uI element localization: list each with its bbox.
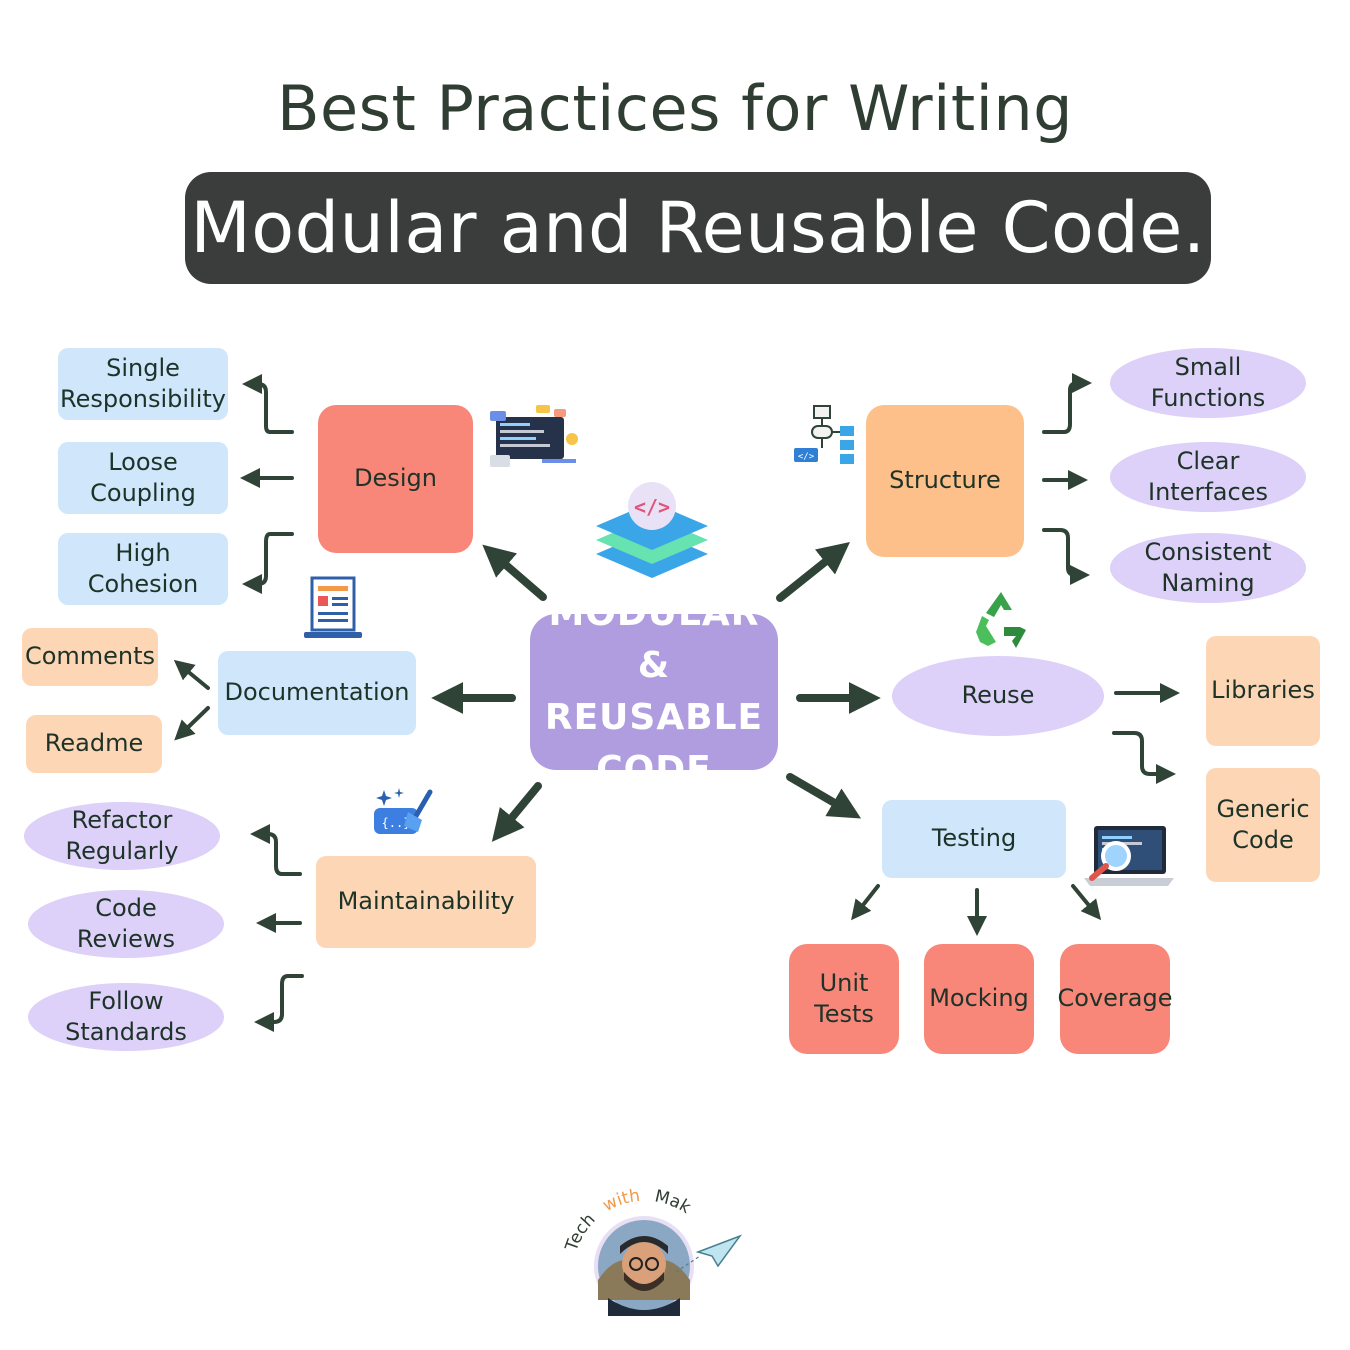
- node-high-cohesion-label: High Cohesion: [87, 538, 199, 598]
- arrow-center-testing: [786, 773, 862, 819]
- node-high-cohesion: High Cohesion: [58, 533, 228, 605]
- page-title: Best Practices for Writing: [276, 72, 1074, 145]
- node-loose-coupling-label: Loose Coupling: [90, 447, 196, 507]
- arrow-doc-readme: [174, 706, 210, 741]
- svg-text:{..}: {..}: [382, 816, 411, 830]
- node-coverage-label: Coverage: [1057, 984, 1173, 1013]
- node-maintainability-label: Maintainability: [337, 887, 515, 916]
- code-layers-icon: </>: [596, 482, 708, 578]
- arrow-doc-comments: [173, 659, 210, 690]
- node-coverage: Coverage: [1057, 944, 1173, 1054]
- arrow-reuse-generic: [1112, 731, 1176, 784]
- brush-code-icon: {..}: [374, 788, 433, 834]
- node-comments: Comments: [22, 628, 158, 686]
- page-subtitle: Modular and Reusable Code.: [190, 187, 1206, 269]
- node-mocking-label: Mocking: [929, 984, 1029, 1013]
- node-libraries: Libraries: [1206, 636, 1320, 746]
- node-libraries-label: Libraries: [1211, 676, 1315, 705]
- node-maintainability: Maintainability: [316, 856, 536, 948]
- node-small-functions: Small Functions: [1110, 348, 1306, 418]
- node-loose-coupling: Loose Coupling: [58, 442, 228, 514]
- svg-text:</>: </>: [634, 495, 670, 519]
- center-node: MODULAR & REUSABLE CODE: [530, 593, 778, 790]
- node-clear-interfaces: Clear Interfaces: [1110, 442, 1306, 512]
- arrow-test-unit: [851, 884, 880, 921]
- arrow-center-maintainability: [491, 782, 542, 842]
- node-single-responsibility: Single Responsibility: [58, 348, 228, 420]
- recycle-icon: [976, 592, 1026, 648]
- node-refactor-regularly: Refactor Regularly: [24, 802, 220, 870]
- subtitle-banner: Modular and Reusable Code.: [185, 172, 1211, 284]
- node-code-reviews-label: Code Reviews: [76, 893, 176, 953]
- node-small-functions-label: Small Functions: [1150, 352, 1266, 412]
- laptop-search-icon: [1084, 826, 1174, 886]
- logo-avatar: Tech with Mak: [561, 1186, 743, 1316]
- node-documentation: Documentation: [218, 651, 416, 735]
- logo-tech: Tech: [561, 1210, 599, 1255]
- arrow-structure-consistent: [1042, 528, 1090, 585]
- node-testing-label: Testing: [931, 824, 1017, 853]
- node-comments-label: Comments: [24, 642, 156, 671]
- node-follow-standards: Follow Standards: [28, 983, 224, 1051]
- flowchart-icon: </>: [794, 405, 854, 464]
- node-consistent-naming: Consistent Naming: [1110, 533, 1306, 603]
- node-readme-label: Readme: [44, 729, 144, 758]
- node-design-label: Design: [354, 464, 437, 493]
- arrow-center-design: [482, 544, 547, 601]
- arrow-structure-small: [1042, 373, 1092, 434]
- svg-text:</>: </>: [798, 452, 815, 462]
- node-design: Design: [318, 405, 473, 553]
- node-single-responsibility-label: Single Responsibility: [59, 353, 227, 413]
- node-generic-code-label: Generic Code: [1216, 794, 1310, 854]
- center-node-label: MODULAR & REUSABLE CODE: [544, 592, 764, 791]
- arrow-center-structure: [776, 542, 850, 602]
- node-refactor-regularly-label: Refactor Regularly: [65, 805, 179, 865]
- node-follow-standards-label: Follow Standards: [65, 986, 187, 1046]
- node-unit-tests: Unit Tests: [789, 944, 899, 1054]
- arrow-design-single: [242, 374, 294, 434]
- arrow-maint-follow: [254, 974, 304, 1032]
- document-icon: [304, 576, 362, 638]
- arrow-design-high: [242, 532, 294, 594]
- code-editor-icon: [490, 405, 578, 467]
- node-reuse: Reuse: [892, 656, 1104, 736]
- node-clear-interfaces-label: Clear Interfaces: [1148, 446, 1268, 506]
- node-reuse-label: Reuse: [961, 681, 1035, 710]
- node-code-reviews: Code Reviews: [28, 890, 224, 958]
- node-structure: Structure: [866, 405, 1024, 557]
- node-unit-tests-label: Unit Tests: [814, 968, 874, 1028]
- logo-name: Mak: [653, 1186, 694, 1218]
- paper-plane-icon: [695, 1234, 743, 1268]
- arrow-test-coverage: [1071, 884, 1102, 921]
- node-testing: Testing: [882, 800, 1066, 878]
- node-structure-label: Structure: [889, 466, 1001, 495]
- node-documentation-label: Documentation: [224, 678, 410, 707]
- node-generic-code: Generic Code: [1206, 768, 1320, 882]
- node-readme: Readme: [26, 715, 162, 773]
- logo-with: with: [600, 1186, 642, 1216]
- arrow-maint-refactor: [250, 824, 302, 876]
- node-consistent-naming-label: Consistent Naming: [1144, 537, 1272, 597]
- node-mocking: Mocking: [924, 944, 1034, 1054]
